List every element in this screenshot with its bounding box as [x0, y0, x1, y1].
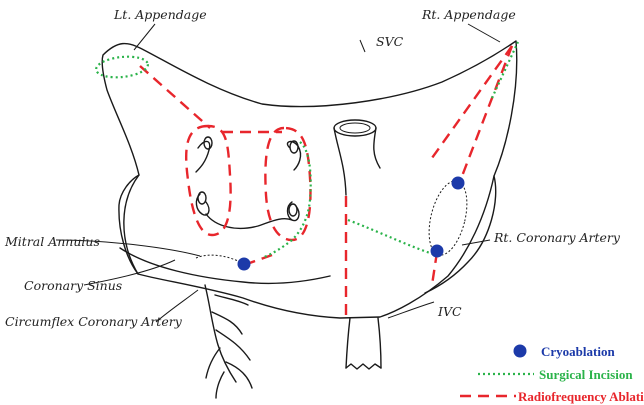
rt-appendage-label: Rt. Appendage — [421, 7, 516, 22]
circumflex-coronary-artery-label: Circumflex Coronary Artery — [5, 314, 183, 329]
si-svc-to-cryo — [348, 220, 436, 255]
ivc-label: IVC — [437, 304, 462, 319]
rt-coronary-artery-label: Rt. Coronary Artery — [493, 230, 621, 245]
legend-cryoablation-label: Cryoablation — [541, 344, 615, 359]
ivc-right-wall — [378, 318, 381, 368]
rf-line-rt-appendage-upper — [432, 46, 512, 158]
svc-inner — [340, 123, 370, 133]
legend: Cryoablation Surgical Incision Radiofreq… — [460, 344, 644, 404]
svc-right-wall — [374, 128, 380, 168]
legend-cryoablation-icon — [514, 345, 527, 358]
ivc-bottom — [346, 364, 381, 369]
svc-label: SVC — [376, 34, 404, 49]
ivc-left-wall — [346, 318, 350, 368]
cryo-dot-lower-right — [431, 245, 444, 258]
coronary-sinus-groove — [120, 248, 330, 283]
cryo-dot-mitral — [238, 258, 251, 271]
legend-surgical-incision-label: Surgical Incision — [539, 367, 633, 382]
coronary-sinus-label: Coronary Sinus — [24, 278, 122, 293]
legend-radiofrequency-ablation-label: Radiofrequency Ablation — [518, 389, 644, 404]
heart-outline — [102, 41, 517, 398]
rf-line-lt-appendage-to-veins — [140, 66, 210, 128]
left-lower-lobe — [124, 175, 139, 274]
cryo-dot-upper-right — [452, 177, 465, 190]
rf-line-rt-appendage-cryo — [459, 46, 512, 184]
circumflex-branches — [205, 285, 252, 398]
svc-left-wall — [334, 128, 346, 195]
cryo-lesion-ellipse — [422, 177, 473, 259]
mitral-annulus-dotted — [196, 255, 244, 264]
mitral-annulus-label: Mitral Annulus — [4, 234, 100, 249]
lt-appendage-label: Lt. Appendage — [113, 7, 207, 22]
pulmonary-veins — [196, 137, 301, 228]
si-right-vein-edge — [292, 142, 311, 240]
si-vein-to-mitral — [262, 240, 292, 258]
